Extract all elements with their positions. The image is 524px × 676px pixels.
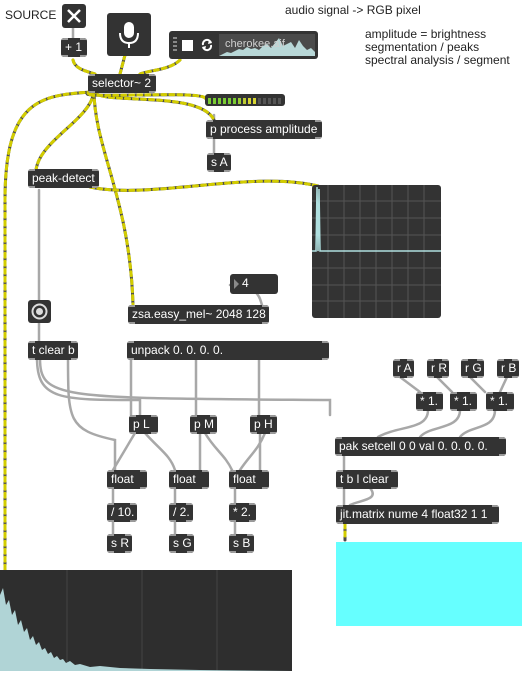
file-name: cherokee.aif xyxy=(225,38,285,50)
receive-a-object[interactable]: r A xyxy=(393,359,414,378)
number-arrow-icon xyxy=(234,279,239,289)
jit-matrix-object[interactable]: jit.matrix nume 4 float32 1 1 xyxy=(336,505,499,524)
trigger-clear-object[interactable]: t clear b xyxy=(28,341,78,360)
segmentation-comment: segmentation / peaks xyxy=(365,40,480,54)
divide-ten-object[interactable]: / 10. xyxy=(107,503,137,522)
matrix-output-display xyxy=(336,542,522,626)
adc-microphone[interactable] xyxy=(107,13,151,56)
spectral-comment: spectral analysis / segment xyxy=(365,53,510,67)
divide-two-object[interactable]: / 2. xyxy=(169,503,193,522)
float-b-object[interactable]: float xyxy=(229,470,269,489)
process-amplitude-object[interactable]: p process amplitude xyxy=(206,120,322,139)
bang-button[interactable] xyxy=(28,300,51,323)
multiply-one-a-object[interactable]: * 1. xyxy=(416,392,443,411)
pak-setcell-object[interactable]: pak setcell 0 0 val 0. 0. 0. 0. xyxy=(335,437,506,456)
zsa-easy-mel-object[interactable]: zsa.easy_mel~ 2048 128 xyxy=(128,305,269,324)
send-a-object[interactable]: s A xyxy=(207,153,231,172)
receive-b-object[interactable]: r B xyxy=(497,359,519,378)
level-meter xyxy=(205,94,285,106)
drag-grip-icon[interactable] xyxy=(173,37,177,53)
send-b-object[interactable]: s B xyxy=(229,534,254,553)
send-r-object[interactable]: s R xyxy=(107,534,132,553)
scope-display xyxy=(312,185,441,318)
p-high-object[interactable]: p H xyxy=(250,415,277,434)
amplitude-comment: amplitude = brightness xyxy=(365,27,487,41)
selector-object[interactable]: selector~ 2 xyxy=(88,74,156,93)
title-comment: audio signal -> RGB pixel xyxy=(285,3,421,17)
spectrogram-display xyxy=(0,570,292,671)
receive-r-object[interactable]: r R xyxy=(427,359,449,378)
number-value: 4 xyxy=(242,276,249,290)
multiply-one-c-object[interactable]: * 1. xyxy=(486,392,514,411)
close-x-icon xyxy=(67,9,81,23)
unpack-object[interactable]: unpack 0. 0. 0. 0. xyxy=(127,341,329,360)
float-r-object[interactable]: float xyxy=(107,470,147,489)
multiply-two-object[interactable]: * 2. xyxy=(229,503,256,522)
send-g-object[interactable]: s G xyxy=(169,534,194,553)
p-mid-object[interactable]: p M xyxy=(190,415,217,434)
file-player[interactable]: cherokee.aif xyxy=(169,31,318,59)
loop-arrows-icon[interactable] xyxy=(200,38,214,52)
number-box[interactable]: 4 xyxy=(230,274,278,294)
microphone-icon xyxy=(119,22,139,48)
receive-g-object[interactable]: r G xyxy=(461,359,484,378)
float-g-object[interactable]: float xyxy=(169,470,209,489)
close-button[interactable] xyxy=(62,4,86,28)
source-label: SOURCE xyxy=(5,8,57,22)
trigger-bl-clear-object[interactable]: t b l clear xyxy=(336,470,398,489)
peak-detect-object[interactable]: peak-detect xyxy=(28,169,99,188)
file-waveform[interactable]: cherokee.aif xyxy=(219,34,315,56)
bang-button-icon xyxy=(31,303,48,320)
p-low-object[interactable]: p L xyxy=(129,415,158,434)
multiply-one-b-object[interactable]: * 1. xyxy=(450,392,477,411)
stop-square-icon[interactable] xyxy=(182,40,193,51)
plus-one-object[interactable]: + 1 xyxy=(61,38,87,57)
